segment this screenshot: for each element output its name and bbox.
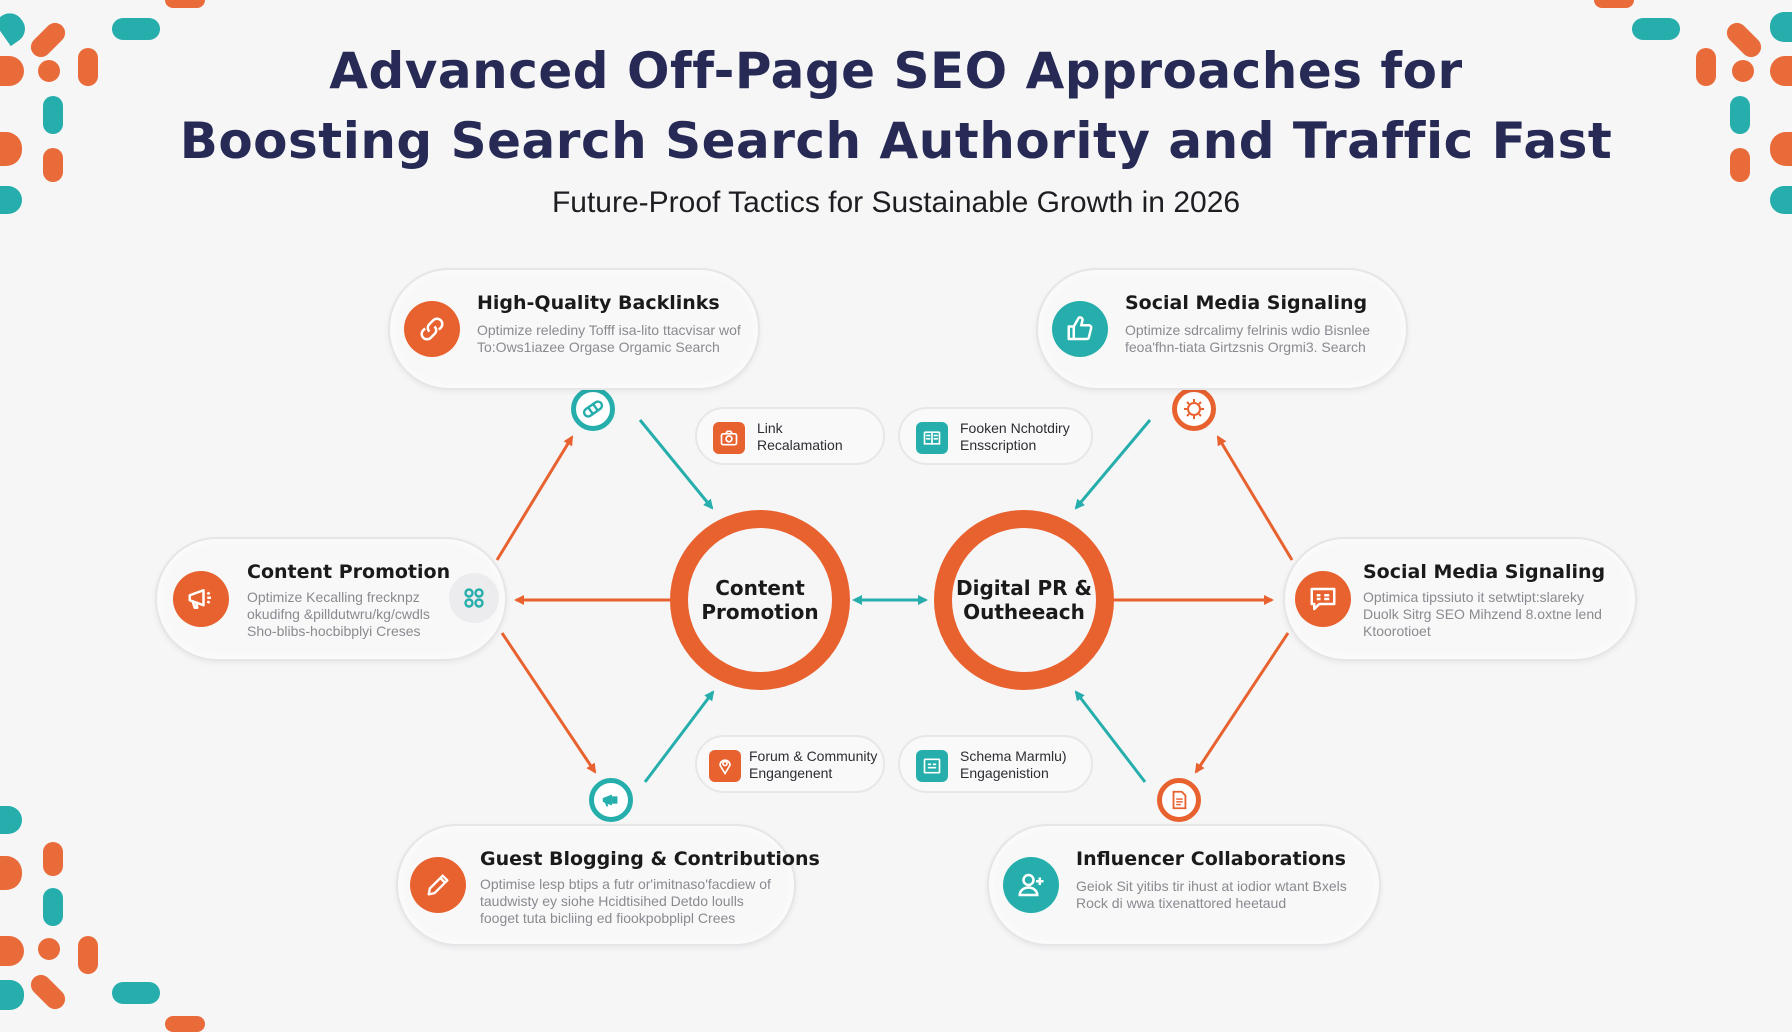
card-description: Geiok Sit yitibs tir ihust at iodior wta… — [1076, 878, 1347, 911]
card-high-quality-backlinks[interactable]: High-Quality Backlinks Optimize relediny… — [388, 268, 760, 390]
megaphone-icon — [602, 794, 618, 807]
card-social-media-signaling-right[interactable]: Social Media Signaling Optimica tipssiut… — [1283, 537, 1637, 661]
camera-icon — [713, 422, 745, 454]
chain-link-icon — [582, 400, 604, 418]
page-title-line-2: Boosting Search Search Authority and Tra… — [179, 112, 1613, 170]
code-card-icon — [916, 750, 948, 782]
node-bottom-left[interactable] — [589, 778, 633, 822]
node-top-right[interactable] — [1172, 387, 1216, 431]
card-description: Optimise lesp btips a futr or'imitnaso'f… — [480, 876, 771, 926]
pill-label: Schema Marmlu)Engagenistion — [960, 748, 1067, 781]
card-title: High-Quality Backlinks — [477, 292, 720, 314]
node-top-left[interactable] — [571, 387, 615, 431]
grid-dots-icon[interactable] — [449, 573, 499, 623]
hub-digital-pr-outreach[interactable]: Digital PR &Outheeach — [934, 510, 1114, 690]
document-icon — [1172, 790, 1187, 810]
hub-label: Digital PR & — [956, 576, 1092, 600]
card-title: Content Promotion — [247, 561, 451, 583]
card-title: Social Media Signaling — [1363, 561, 1606, 583]
card-content-promotion[interactable]: Content Promotion Optimize Kecalling fre… — [155, 537, 507, 661]
hub-label: Outheeach — [963, 600, 1085, 624]
pill-schema-markup[interactable]: Schema Marmlu)Engagenistion — [898, 735, 1093, 793]
card-title: Guest Blogging & Contributions — [480, 848, 820, 870]
card-description: Optimize sdrcalimy felrinis wdio Bisnlee… — [1125, 322, 1371, 355]
megaphone-icon — [173, 571, 229, 627]
map-pin-icon — [709, 750, 741, 782]
card-social-media-signaling-top[interactable]: Social Media Signaling Optimize sdrcalim… — [1036, 268, 1408, 390]
page-subtitle: Future-Proof Tactics for Sustainable Gro… — [551, 186, 1241, 219]
node-bottom-right[interactable] — [1157, 778, 1201, 822]
card-title: Social Media Signaling — [1125, 292, 1368, 314]
card-description: Optimize relediny Tofff isa-lito ttacvis… — [477, 322, 741, 355]
gear-sun-icon — [1184, 399, 1204, 419]
card-title: Influencer Collaborations — [1076, 848, 1346, 870]
card-influencer-collaborations[interactable]: Influencer Collaborations Geiok Sit yiti… — [987, 824, 1381, 946]
page-title-line-1: Advanced Off-Page SEO Approaches for — [329, 42, 1463, 100]
card-guest-blogging[interactable]: Guest Blogging & Contributions Optimise … — [396, 824, 820, 946]
hub-label: Content — [715, 576, 805, 600]
thumbs-up-icon — [1052, 301, 1108, 357]
book-icon — [916, 422, 948, 454]
user-plus-icon — [1003, 857, 1059, 913]
pencil-icon — [410, 857, 466, 913]
hub-label: Promotion — [701, 600, 819, 624]
link-icon — [404, 301, 460, 357]
chat-bubble-icon — [1295, 571, 1351, 627]
